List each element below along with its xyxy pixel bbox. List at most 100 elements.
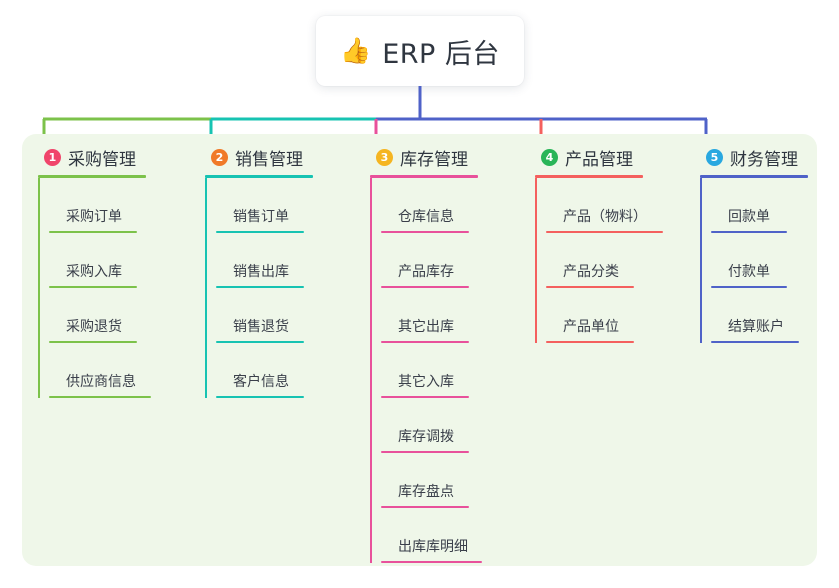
branch-item-rule [711, 286, 787, 288]
branch-item[interactable]: 客户信息 [216, 343, 313, 398]
branch-item-label: 库存调拨 [398, 429, 454, 445]
branch-item[interactable]: 采购入库 [49, 233, 146, 288]
branch-item-list: 销售订单销售出库销售退货客户信息 [205, 178, 313, 398]
branch-title: 采购管理 [68, 149, 136, 170]
thumbs-up-icon: 👍 [340, 35, 372, 65]
branch-index-badge: 2 [211, 148, 228, 166]
branch-item[interactable]: 仓库信息 [381, 178, 478, 233]
branch-item[interactable]: 库存盘点 [381, 453, 478, 508]
branch-item-rule [49, 231, 137, 233]
branch-index-badge: 3 [376, 148, 393, 166]
branch-item[interactable]: 销售出库 [216, 233, 313, 288]
branch-header-rule [700, 175, 808, 178]
branch-item-label: 产品库存 [398, 264, 454, 280]
branch-item-rule [546, 341, 634, 343]
branch-item-label: 产品分类 [563, 264, 619, 280]
branch-item-label: 销售退货 [233, 319, 289, 335]
branch-item-list: 产品（物料） 产品分类产品单位 [535, 178, 663, 343]
branch-item[interactable]: 供应商信息 [49, 343, 151, 398]
branch-item[interactable]: 库存调拨 [381, 398, 478, 453]
branch-item-rule [546, 286, 634, 288]
branch-item-rule [216, 231, 304, 233]
branch-header[interactable]: 2 销售管理 [205, 144, 313, 170]
branch-item-rule [216, 396, 304, 398]
branch-header[interactable]: 3 库存管理 [370, 144, 478, 170]
branch-item[interactable]: 产品单位 [546, 288, 647, 343]
root-node-card[interactable]: 👍 ERP 后台 [316, 16, 524, 86]
branch-index-badge: 4 [541, 148, 558, 166]
branch-item-rule [49, 396, 151, 398]
branch-item-label: 产品单位 [563, 319, 619, 335]
branch-item[interactable]: 回款单 [711, 178, 808, 233]
branch-column: 5 财务管理回款单付款单结算账户 [700, 144, 808, 343]
branch-item[interactable]: 结算账户 [711, 288, 808, 343]
branch-item-rule [216, 286, 304, 288]
branch-item[interactable]: 采购订单 [49, 178, 146, 233]
branch-item[interactable]: 出库库明细 [381, 508, 482, 563]
branch-header-rule [535, 175, 643, 178]
branch-item-rule [381, 231, 469, 233]
branch-column: 3 库存管理仓库信息产品库存其它出库其它入库库存调拨库存盘点出库库明细 [370, 144, 482, 563]
branch-header-rule [370, 175, 478, 178]
branch-stem [535, 178, 537, 343]
branch-item[interactable]: 采购退货 [49, 288, 146, 343]
branch-item-rule [216, 341, 304, 343]
branch-item-label: 库存盘点 [398, 484, 454, 500]
branches-panel [22, 134, 817, 566]
branch-stem [38, 178, 40, 398]
branch-header[interactable]: 1 采购管理 [38, 144, 146, 170]
branch-item-label: 采购退货 [66, 319, 122, 335]
branch-header-rule [38, 175, 146, 178]
branch-item-list: 回款单付款单结算账户 [700, 178, 808, 343]
branch-item-rule [381, 341, 469, 343]
branch-item[interactable]: 销售订单 [216, 178, 313, 233]
branch-column: 1 采购管理采购订单采购入库采购退货供应商信息 [38, 144, 151, 398]
branch-item-rule [381, 451, 469, 453]
branch-item-label: 回款单 [728, 209, 770, 225]
branch-title: 销售管理 [235, 149, 303, 170]
branch-header[interactable]: 5 财务管理 [700, 144, 808, 170]
branch-item-rule [49, 341, 137, 343]
branch-item[interactable]: 产品库存 [381, 233, 478, 288]
branch-item-label: 销售订单 [233, 209, 289, 225]
branch-item-list: 采购订单采购入库采购退货供应商信息 [38, 178, 151, 398]
branch-title: 产品管理 [565, 149, 633, 170]
branch-column: 2 销售管理销售订单销售出库销售退货客户信息 [205, 144, 313, 398]
branch-item[interactable]: 付款单 [711, 233, 808, 288]
branch-title: 库存管理 [400, 149, 468, 170]
branch-item-label: 销售出库 [233, 264, 289, 280]
branch-item-label: 产品（物料） [563, 209, 647, 225]
branch-item-rule [49, 286, 137, 288]
branch-stem [370, 178, 372, 563]
branch-item-label: 其它出库 [398, 319, 454, 335]
branch-item-label: 出库库明细 [398, 539, 468, 555]
branch-title: 财务管理 [730, 149, 798, 170]
branch-item[interactable]: 其它入库 [381, 343, 478, 398]
root-node-title: ERP 后台 [382, 38, 500, 70]
branch-item[interactable]: 销售退货 [216, 288, 313, 343]
branch-item-label: 采购订单 [66, 209, 122, 225]
branch-item-label: 仓库信息 [398, 209, 454, 225]
branch-header-rule [205, 175, 313, 178]
branch-item[interactable]: 产品（物料） [546, 178, 663, 233]
branch-item-rule [381, 561, 482, 563]
branch-index-badge: 1 [44, 148, 61, 166]
branch-item-list: 仓库信息产品库存其它出库其它入库库存调拨库存盘点出库库明细 [370, 178, 482, 563]
branch-item-rule [711, 341, 799, 343]
branch-item-rule [546, 231, 663, 233]
branch-item-label: 付款单 [728, 264, 770, 280]
branch-item-label: 供应商信息 [66, 374, 136, 390]
branch-item-rule [381, 396, 469, 398]
branch-item-label: 采购入库 [66, 264, 122, 280]
branch-item[interactable]: 其它出库 [381, 288, 478, 343]
branch-index-badge: 5 [706, 148, 723, 166]
branch-stem [700, 178, 702, 343]
branch-item-rule [381, 286, 469, 288]
branch-header[interactable]: 4 产品管理 [535, 144, 647, 170]
branch-stem [205, 178, 207, 398]
branch-item-label: 其它入库 [398, 374, 454, 390]
branch-item-rule [381, 506, 469, 508]
branch-item-label: 客户信息 [233, 374, 289, 390]
branch-item[interactable]: 产品分类 [546, 233, 647, 288]
